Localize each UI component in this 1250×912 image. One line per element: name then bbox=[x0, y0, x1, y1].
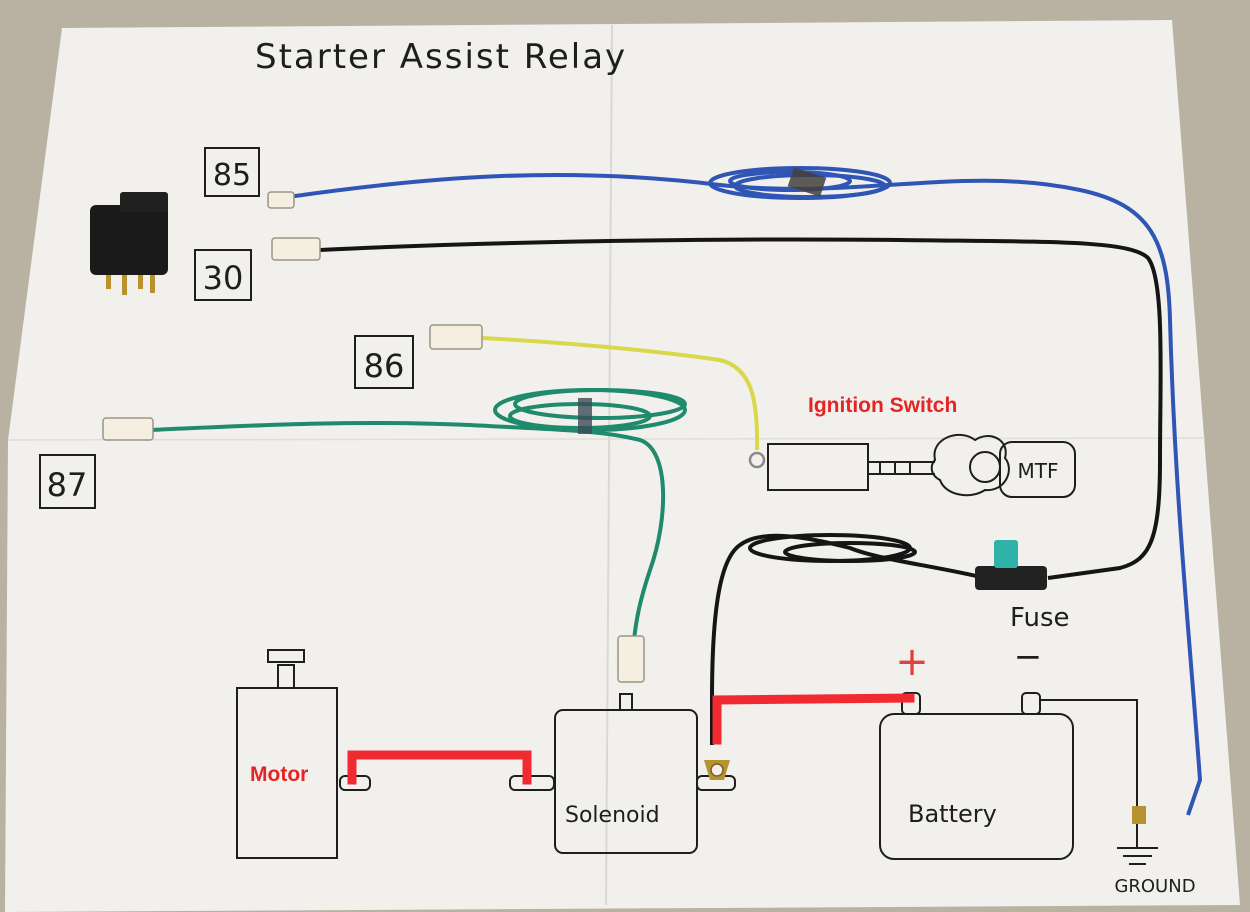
diagram-title: Starter Assist Relay bbox=[255, 37, 627, 77]
yellow-wire bbox=[481, 336, 760, 451]
blue-wire-tag bbox=[787, 167, 827, 197]
battery-label: Battery bbox=[908, 800, 997, 828]
ground-terminal bbox=[1132, 806, 1146, 824]
pin-87-box: 87 bbox=[39, 454, 96, 509]
battery-plus-label: + bbox=[895, 639, 929, 685]
battery-icon bbox=[879, 692, 1074, 860]
ground-icon bbox=[1040, 699, 1158, 865]
pin-30-label: 30 bbox=[203, 259, 244, 297]
relay-icon bbox=[90, 192, 168, 295]
pin-85-connector bbox=[267, 191, 295, 209]
pin-30-connector bbox=[271, 237, 321, 261]
ignition-ring-terminal bbox=[748, 451, 766, 469]
black-wire-fuse-loop bbox=[710, 533, 986, 745]
pin-30-box: 30 bbox=[194, 249, 252, 301]
fuse-label: Fuse bbox=[1010, 603, 1070, 633]
mtf-key-tag-label: MTF bbox=[1018, 459, 1059, 483]
poster-fold-horizontal bbox=[7, 437, 1206, 441]
pin-86-box: 86 bbox=[354, 335, 414, 389]
battery-minus-label: − bbox=[1014, 637, 1043, 677]
pin-85-box: 85 bbox=[204, 147, 260, 197]
motor-label: Motor bbox=[250, 763, 308, 786]
pin-86-label: 86 bbox=[364, 347, 405, 385]
fuse-icon bbox=[975, 540, 1047, 590]
pin-86-connector bbox=[429, 324, 483, 350]
black-wire-30 bbox=[319, 237, 1163, 580]
solenoid-battery-terminal-icon bbox=[704, 760, 730, 780]
green-wire-tag bbox=[578, 398, 592, 434]
ground-label: GROUND bbox=[1114, 876, 1195, 897]
solenoid-connector bbox=[617, 635, 645, 683]
solenoid-label: Solenoid bbox=[565, 803, 660, 828]
pin-87-connector bbox=[102, 417, 154, 441]
red-cable bbox=[347, 693, 915, 785]
ignition-switch-icon bbox=[767, 433, 1076, 498]
ignition-switch-label: Ignition Switch bbox=[808, 394, 957, 417]
poster-fold-vertical bbox=[605, 24, 613, 906]
solenoid-icon bbox=[509, 693, 736, 854]
pin-87-label: 87 bbox=[47, 466, 88, 504]
pin-85-label: 85 bbox=[213, 158, 251, 193]
